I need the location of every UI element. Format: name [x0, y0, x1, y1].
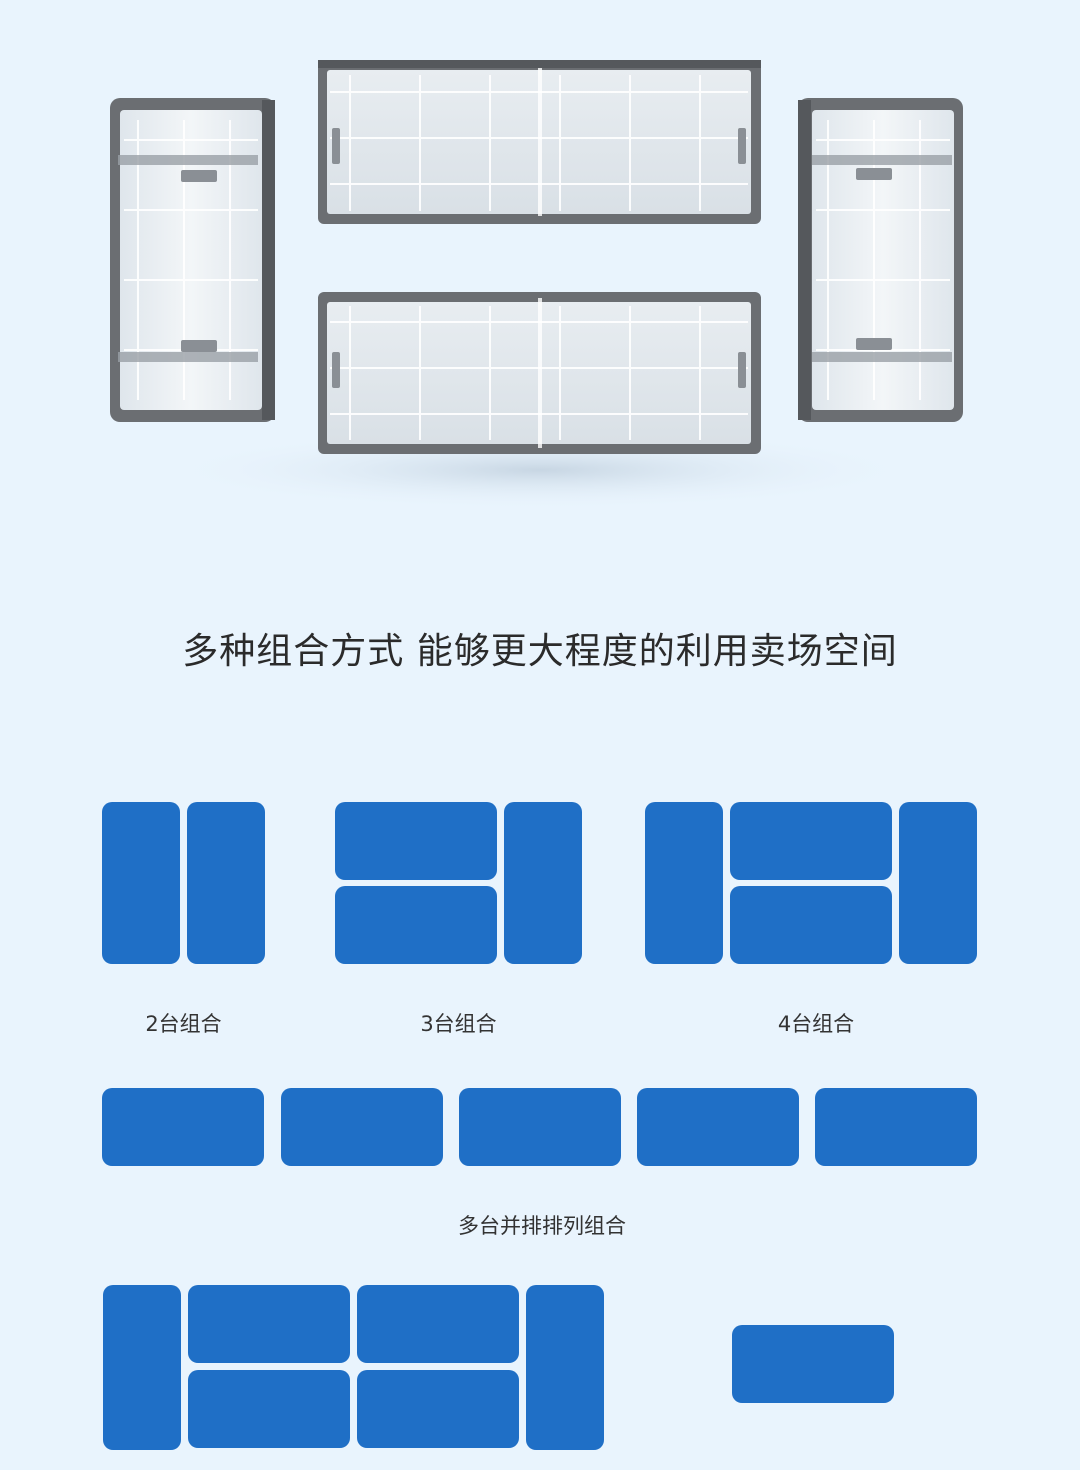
bottom-horizontal-freezer [318, 292, 761, 454]
unit-block [102, 802, 180, 964]
freezer-arrangement-illustration [110, 60, 963, 510]
caption-four-units: 4台组合 [777, 1012, 855, 1036]
unit-block [459, 1088, 621, 1166]
unit-block [357, 1285, 519, 1363]
unit-block [281, 1088, 443, 1166]
unit-block [730, 886, 892, 964]
unit-block [188, 1285, 350, 1363]
caption-three-units: 3台组合 [420, 1012, 497, 1036]
left-vertical-freezer [110, 98, 275, 422]
unit-block [188, 1370, 350, 1448]
right-vertical-freezer [798, 98, 963, 422]
headline: 多种组合方式 能够更大程度的利用卖场空间 [182, 631, 898, 672]
top-horizontal-freezer [318, 60, 761, 224]
unit-block [899, 802, 977, 964]
unit-block [815, 1088, 977, 1166]
unit-block [645, 802, 723, 964]
unit-block [357, 1370, 519, 1448]
unit-block [187, 802, 265, 964]
unit-block [730, 802, 892, 880]
unit-block [504, 802, 582, 964]
single-unit-block [732, 1325, 894, 1403]
unit-block [526, 1285, 604, 1450]
unit-block [637, 1088, 799, 1166]
caption-row-units: 多台并排排列组合 [458, 1214, 626, 1238]
unit-block [335, 886, 497, 964]
unit-block [335, 802, 497, 880]
unit-block [102, 1088, 264, 1166]
unit-block [103, 1285, 181, 1450]
caption-two-units: 2台组合 [145, 1012, 222, 1036]
